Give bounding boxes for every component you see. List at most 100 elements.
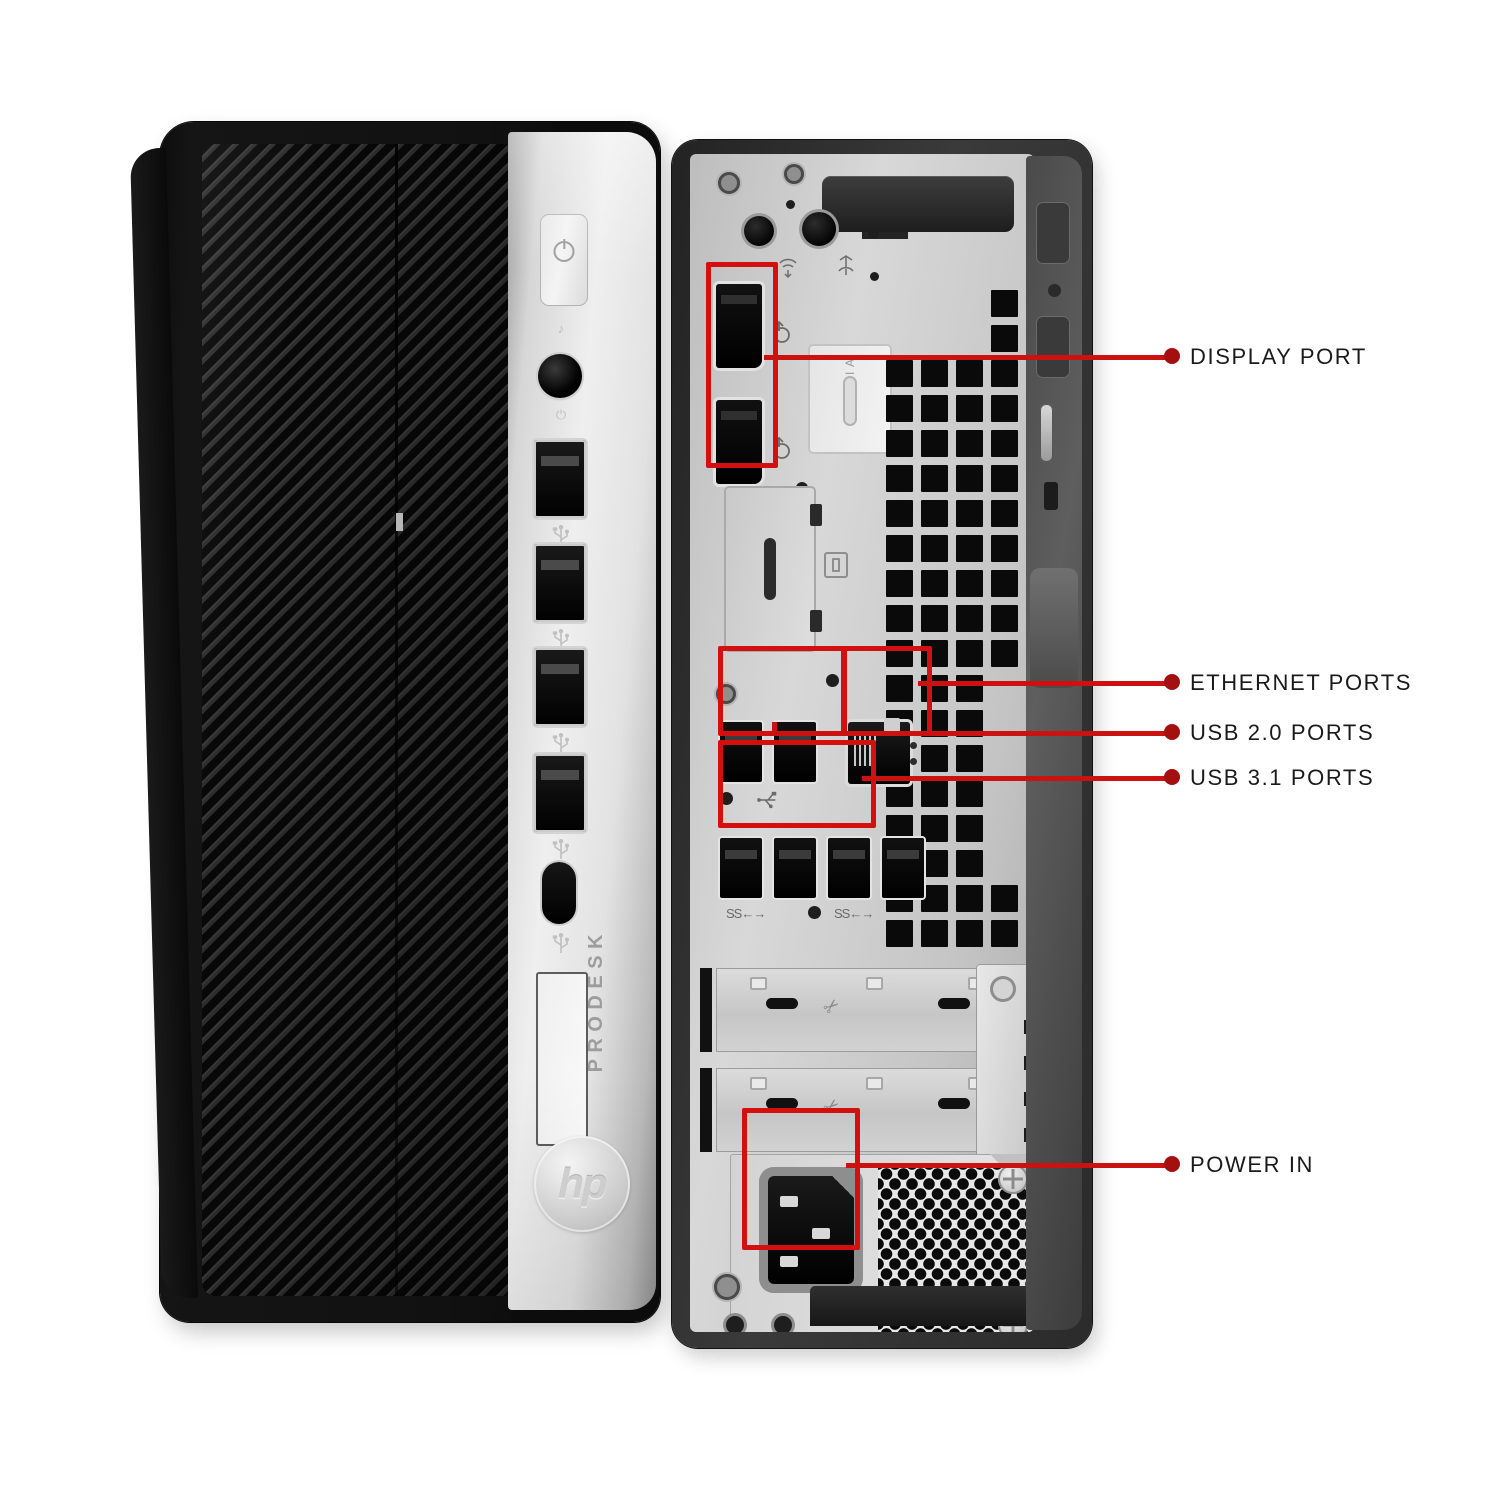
- vent-hole: [956, 850, 983, 877]
- vent-hole: [921, 850, 948, 877]
- vent-hole: [956, 570, 983, 597]
- vent-marker: [396, 512, 403, 531]
- panel-dot-3: [870, 272, 879, 281]
- label-usb-3-1-ports: USB 3.1 PORTS: [1190, 765, 1375, 790]
- psu-thumbscrew-top[interactable]: [998, 1164, 1028, 1194]
- vent-hole: [956, 675, 983, 702]
- serial-port-slot: [764, 538, 776, 600]
- security-slot-1: [1036, 202, 1070, 264]
- usb-c-icon: [552, 933, 569, 953]
- ethernet-led-1: [910, 742, 917, 749]
- top-handle-cover: [822, 176, 1014, 239]
- security-slot-2: [1036, 316, 1070, 378]
- optical-drive-bay[interactable]: [536, 972, 588, 1146]
- vent-hole: [886, 465, 913, 492]
- vent-hole: [921, 570, 948, 597]
- superspeed-icon-2: SS←→: [834, 906, 874, 921]
- slot-nub-4: [750, 1077, 767, 1090]
- displayport-1[interactable]: [716, 284, 762, 368]
- vent-hole: [921, 920, 948, 947]
- vent-hole: [991, 535, 1018, 562]
- plate-tab-1: [810, 504, 822, 526]
- leader-dot-ethernet: [1164, 674, 1180, 690]
- vent-hole: [991, 640, 1018, 667]
- panel-dot-6: [720, 792, 733, 805]
- vent-hole: [991, 395, 1018, 422]
- label-display-port: DISPLAY PORT: [1190, 344, 1367, 369]
- vent-hole: [921, 360, 948, 387]
- vent-hole: [921, 395, 948, 422]
- label-power-in: POWER IN: [1190, 1152, 1315, 1177]
- leader-line-power-in: [846, 1163, 1172, 1168]
- slot-hole-4: [938, 1098, 970, 1109]
- bracket-screw: [990, 976, 1016, 1002]
- power-pin-e: [812, 1228, 830, 1239]
- front-usb-c-port[interactable]: [542, 862, 576, 924]
- front-silver-column: ♪ ⏻: [508, 132, 656, 1310]
- port-marking-icon: [824, 552, 848, 578]
- front-usb-port-3[interactable]: [534, 648, 586, 726]
- panel-dot-2: [868, 228, 879, 239]
- vent-hole: [921, 605, 948, 632]
- vent-hole: [956, 815, 983, 842]
- power-inlet-c14[interactable]: [768, 1176, 854, 1284]
- vent-hole: [956, 360, 983, 387]
- headphone-icon: ♪: [557, 321, 565, 336]
- security-rail: [1026, 156, 1082, 1330]
- usb-icon-3: [552, 733, 569, 753]
- power-button[interactable]: [540, 214, 588, 306]
- expansion-retention-bracket[interactable]: [976, 964, 1034, 1170]
- power-pin-n: [780, 1256, 798, 1267]
- vent-hole: [921, 465, 948, 492]
- security-hole: [1048, 284, 1061, 297]
- front-usb-port-2[interactable]: [534, 544, 586, 622]
- vent-hole: [956, 465, 983, 492]
- vent-hole: [921, 430, 948, 457]
- expansion-slot-cover-1[interactable]: ✂: [716, 968, 1016, 1052]
- vent-hole: [956, 885, 983, 912]
- vent-hole: [991, 290, 1018, 317]
- vent-hole: [886, 500, 913, 527]
- usb-3-1-port-2[interactable]: [774, 838, 816, 898]
- antenna-opening-1: [744, 216, 774, 246]
- vent-hole: [956, 535, 983, 562]
- screwdriver-icon-1: ✂: [819, 993, 846, 1021]
- leader-line-display-port: [764, 355, 1172, 360]
- usb-2-0-icon: [757, 791, 777, 809]
- panel-dot-7: [808, 906, 821, 919]
- displayport-2[interactable]: [716, 400, 762, 484]
- slot-hole-2: [938, 998, 970, 1009]
- usb-icon-2: [552, 629, 569, 649]
- vent-highlight-texture: [202, 144, 508, 1296]
- vent-shading: [202, 144, 508, 1296]
- label-ethernet-ports: ETHERNET PORTS: [1190, 670, 1413, 695]
- vent-hole: [921, 500, 948, 527]
- highlight-box-ethernet: [842, 646, 932, 736]
- rj45-latch: [884, 718, 900, 732]
- kensington-lock-slot[interactable]: [1044, 482, 1058, 510]
- front-usb-port-1[interactable]: [534, 440, 586, 518]
- leader-line-usb-3-1: [862, 776, 1172, 781]
- headset-icon: ⏻: [555, 407, 567, 422]
- front-panel: ♪ ⏻: [160, 122, 660, 1322]
- usb-3-1-port-4[interactable]: [882, 838, 924, 898]
- usb-3-1-port-3[interactable]: [828, 838, 870, 898]
- headphone-jack[interactable]: [538, 354, 582, 398]
- wifi-antenna-icon-2: [838, 255, 854, 275]
- usb-3-1-port-1[interactable]: [720, 838, 762, 898]
- padlock-loop[interactable]: [1040, 404, 1053, 462]
- screw-hole-t2: [784, 164, 804, 184]
- expansion-rail-1: [700, 968, 712, 1052]
- vent-hole: [956, 430, 983, 457]
- usb-icon-4: [552, 839, 569, 859]
- vent-hole: [956, 745, 983, 772]
- front-usb-port-4[interactable]: [534, 754, 586, 832]
- power-icon: [553, 241, 575, 262]
- leader-dot-power-in: [1164, 1156, 1180, 1172]
- highlight-box-usb-3-1: [718, 740, 876, 828]
- io-plate-pin: [843, 376, 857, 426]
- ethernet-led-2: [910, 758, 917, 765]
- vent-hole: [991, 360, 1018, 387]
- panel-dot-8: [726, 1316, 744, 1332]
